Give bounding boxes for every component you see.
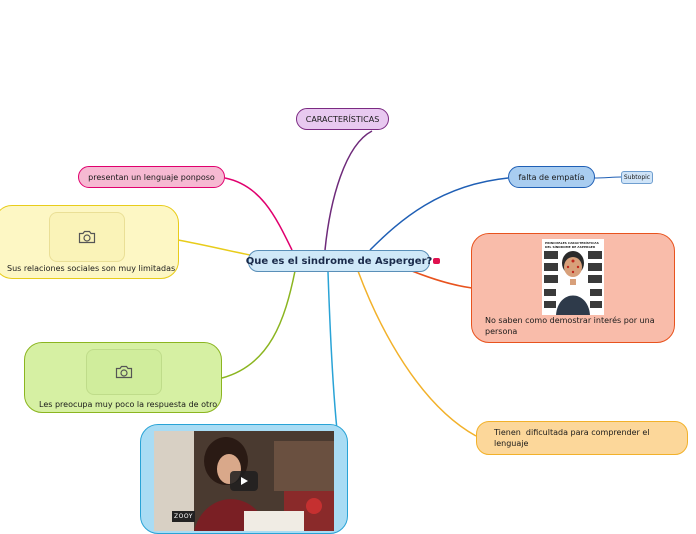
node-lenguaje-ponposo-label: presentan un lenguaje ponposo bbox=[88, 172, 215, 182]
node-empatia-label: falta de empatía bbox=[518, 172, 585, 182]
camera-icon bbox=[115, 365, 133, 379]
node-infografia-label: No saben como demostrar interés por una … bbox=[485, 316, 655, 336]
node-comprender-lenguaje-label: Tienen dificultada para comprender el le… bbox=[494, 428, 653, 448]
central-notes-indicator-icon[interactable] bbox=[433, 258, 440, 264]
infographic-title-line-1: PRINCIPALES CARACTERÍSTICAS bbox=[545, 241, 599, 245]
connector-subtopic bbox=[593, 176, 622, 179]
connector-empatia bbox=[369, 177, 509, 251]
connector-respuesta bbox=[221, 270, 296, 379]
connector-relaciones bbox=[177, 239, 251, 256]
node-caracteristicas-label: CARACTERÍSTICAS bbox=[305, 114, 380, 124]
node-infografia[interactable]: PRINCIPALES CARACTERÍSTICAS DEL SÍNDROME… bbox=[471, 233, 675, 343]
video-badge: ZOOY bbox=[172, 511, 195, 522]
node-video[interactable]: ZOOY bbox=[140, 424, 348, 534]
node-relaciones-sociales-label: Sus relaciones sociales son muy limitada… bbox=[7, 264, 176, 273]
connector-lines bbox=[177, 130, 622, 437]
connector-comprender bbox=[357, 270, 477, 437]
central-topic[interactable]: Que es el sindrome de Asperger? bbox=[245, 250, 433, 272]
connector-lenguaje bbox=[224, 177, 293, 251]
infographic-figure-image bbox=[544, 251, 602, 315]
play-icon bbox=[241, 477, 248, 485]
node-relaciones-sociales[interactable]: Sus relaciones sociales son muy limitada… bbox=[0, 205, 179, 279]
infographic-title-line-2: DEL SÍNDROME DE ASPERGER bbox=[545, 245, 596, 249]
connector-video bbox=[327, 271, 338, 431]
node-subtopic-label: Subtopic bbox=[623, 173, 651, 181]
node-lenguaje-ponposo[interactable]: presentan un lenguaje ponposo bbox=[78, 166, 225, 188]
connector-caracteristicas bbox=[324, 130, 373, 251]
image-placeholder[interactable] bbox=[86, 349, 162, 395]
camera-icon bbox=[78, 230, 96, 244]
node-respuesta-otro[interactable]: Les preocupa muy poco la respuesta de ot… bbox=[24, 342, 222, 413]
play-button[interactable] bbox=[230, 471, 258, 491]
node-subtopic[interactable]: Subtopic bbox=[621, 171, 653, 184]
central-topic-label: Que es el sindrome de Asperger? bbox=[245, 255, 433, 267]
infographic-thumbnail[interactable]: PRINCIPALES CARACTERÍSTICAS DEL SÍNDROME… bbox=[542, 239, 604, 315]
node-respuesta-otro-label: Les preocupa muy poco la respuesta de ot… bbox=[39, 400, 218, 409]
video-thumbnail[interactable]: ZOOY bbox=[154, 431, 334, 531]
connector-infografia bbox=[411, 270, 473, 289]
node-empatia[interactable]: falta de empatía bbox=[508, 166, 595, 188]
node-caracteristicas[interactable]: CARACTERÍSTICAS bbox=[296, 108, 389, 130]
image-placeholder[interactable] bbox=[49, 212, 125, 262]
node-comprender-lenguaje[interactable]: Tienen dificultada para comprender el le… bbox=[476, 421, 688, 455]
